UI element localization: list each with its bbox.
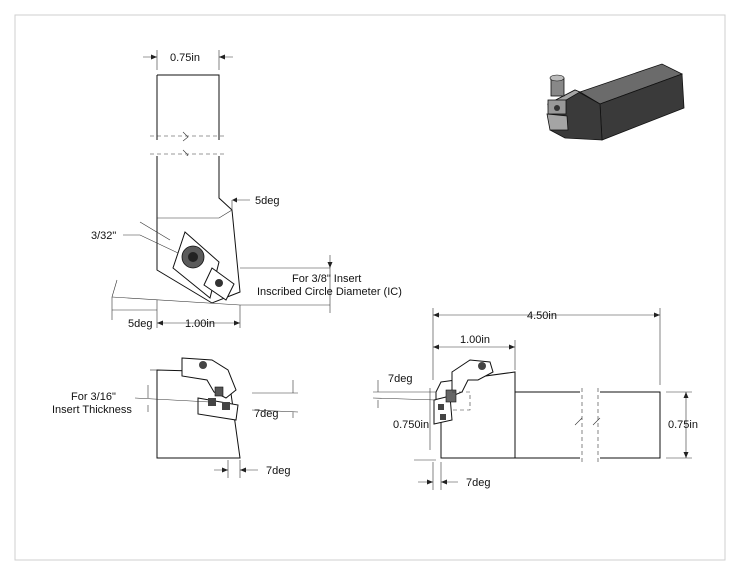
bottom-angle-label: 5deg [128,318,152,330]
side-view-shank [515,391,661,459]
front-angle-right-label: 7deg [254,408,278,420]
side-angle-top-label: 7deg [388,373,412,385]
side-height-label: 0.750in [393,419,429,431]
top-width-label: 0.75in [170,52,200,64]
ic-note-line1: For 3/8" Insert [292,273,361,285]
front-thickness-line2: Insert Thickness [52,404,132,416]
side-angle-bottom-label: 7deg [466,477,490,489]
side-offset-length-label: 1.00in [460,334,490,346]
top-angle-label: 5deg [255,195,279,207]
offset-length-label: 1.00in [185,318,215,330]
isometric-render [546,63,685,141]
side-view: 4.50in 1.00in 7deg 0.750in 0.75in 7deg [372,308,698,490]
ic-note-line2: Inscribed Circle Diameter (IC) [257,286,402,298]
top-view: 0.75in 5deg 3/32" For 3/8" Insert Inscri… [91,50,402,330]
top-view-shank [156,74,220,140]
front-view: For 3/16" Insert Thickness 7deg 7deg [52,357,299,478]
drawing-border [14,14,726,561]
front-thickness-line1: For 3/16" [71,391,116,403]
front-angle-bottom-label: 7deg [266,465,290,477]
side-shank-height-label: 0.75in [668,419,698,431]
side-total-length-label: 4.50in [527,310,557,322]
nose-radius-label: 3/32" [91,230,116,242]
render-insert [546,113,569,131]
